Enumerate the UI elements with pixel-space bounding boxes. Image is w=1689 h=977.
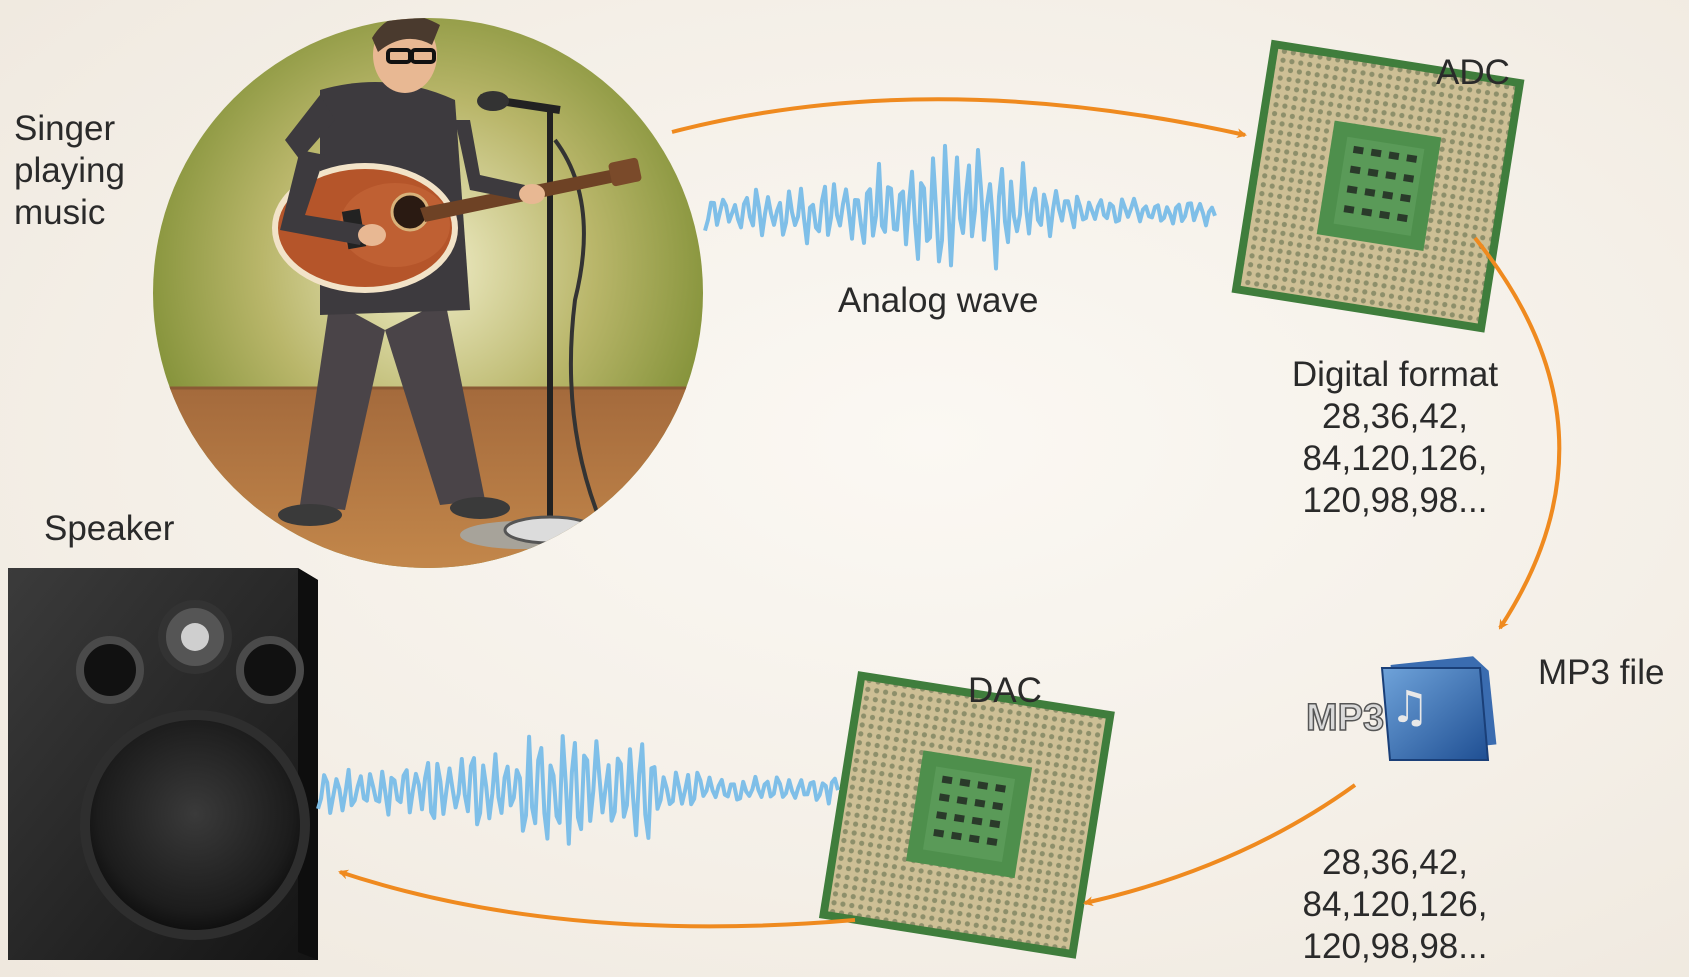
analog-wave-top: [703, 143, 1217, 271]
speaker-label: Speaker: [44, 509, 175, 548]
singer-label-line: playing: [14, 151, 125, 190]
singer-illustration: [153, 18, 703, 568]
digital-value-line: 28,36,42,: [1322, 397, 1468, 436]
adc-chip: [1231, 39, 1525, 333]
analog-wave-bottom: [316, 734, 840, 846]
digital-format-label: Digital format: [1291, 355, 1499, 394]
speaker-illustration: [8, 568, 318, 960]
dac-chip: [818, 671, 1115, 959]
digital-value-line: 28,36,42,: [1322, 843, 1468, 882]
singer-label-line: music: [14, 193, 106, 232]
mp3-icon-text: MP3: [1306, 697, 1384, 739]
singer-label-line: Singer: [14, 109, 116, 148]
analog-wave-label: Analog wave: [838, 281, 1039, 320]
mp3-file-icon: MP3 ♫: [1305, 656, 1497, 761]
singer-label: Singer playing music: [14, 108, 184, 234]
digital-value-line: 120,98,98...: [1302, 927, 1488, 966]
digital-values-bottom-block: 28,36,42, 84,120,126, 120,98,98...: [1265, 842, 1525, 968]
arrow-singer-to-adc: [671, 97, 1247, 139]
mp3-file-label: MP3 file: [1538, 653, 1665, 692]
arrow-dac-to-speaker: [338, 869, 856, 929]
dac-label: DAC: [968, 671, 1042, 710]
arrow-adc-to-mp3: [1473, 236, 1562, 630]
digital-value-line: 84,120,126,: [1302, 439, 1488, 478]
adc-label: ADC: [1436, 53, 1510, 92]
music-note-icon: ♫: [1390, 682, 1429, 733]
digital-format-block: Digital format 28,36,42, 84,120,126, 120…: [1265, 354, 1525, 522]
arrow-mp3-to-dac: [1083, 783, 1357, 907]
digital-value-line: 120,98,98...: [1302, 481, 1488, 520]
digital-value-line: 84,120,126,: [1302, 885, 1488, 924]
